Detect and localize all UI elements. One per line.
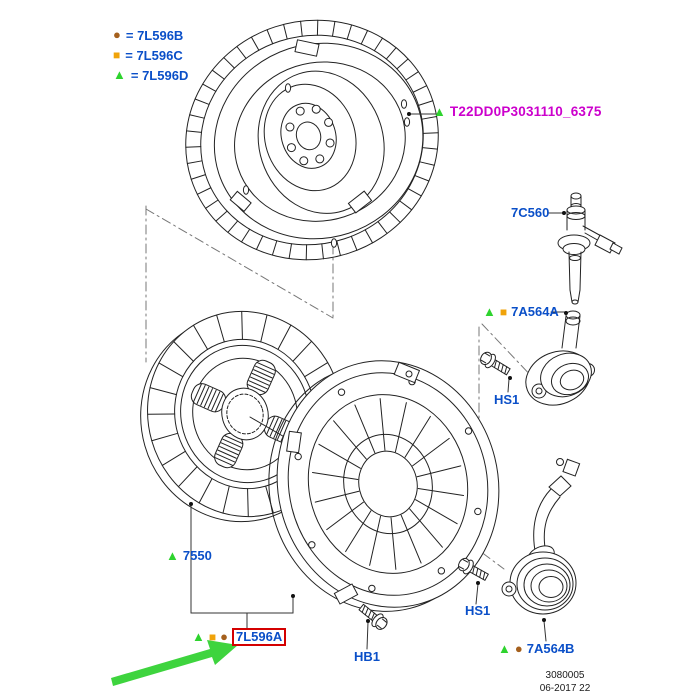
- triangle-green-icon: ▲: [192, 629, 205, 644]
- callout-bolt-hs1-lower[interactable]: HS1: [465, 604, 490, 618]
- callout-bolt-hb1[interactable]: HB1: [354, 650, 380, 664]
- bolt-hb1-drawing: [358, 603, 388, 630]
- bolt-hs1-lower-part-number[interactable]: HS1: [465, 603, 491, 618]
- callout-slave-cylinder-b[interactable]: ▲ ● 7A564B: [498, 642, 574, 656]
- callout-slave-cylinder-a[interactable]: ▲ ■ 7A564A: [483, 305, 559, 319]
- triangle-green-icon: ▲: [433, 104, 446, 119]
- flywheel-part-number[interactable]: T22DD0P3031110_6375: [449, 104, 602, 119]
- pressure-plate-drawing: [268, 360, 500, 612]
- triangle-green-icon: ▲: [113, 67, 126, 82]
- square-orange-icon: ■: [499, 305, 508, 319]
- callout-flywheel[interactable]: ▲ T22DD0P3031110_6375: [433, 105, 602, 119]
- square-orange-icon: ■: [208, 630, 217, 644]
- triangle-green-icon: ▲: [498, 641, 511, 656]
- square-orange-icon: ■: [113, 48, 121, 62]
- selection-arrow: [111, 640, 238, 686]
- bolt-hs1-upper-part-number[interactable]: HS1: [494, 392, 520, 407]
- legend-item-label: = 7L596D: [130, 67, 189, 83]
- legend-item-label: = 7L596C: [125, 47, 183, 63]
- triangle-green-icon: ▲: [166, 548, 179, 563]
- legend-item-7l596c[interactable]: ■ = 7L596C: [113, 45, 188, 65]
- release-shaft-drawing: [557, 192, 623, 305]
- circle-brown-icon: ●: [514, 641, 523, 656]
- clutch-disc-part-number[interactable]: 7550: [182, 548, 212, 563]
- release-shaft-part-number[interactable]: 7C560: [511, 205, 550, 220]
- callout-release-shaft[interactable]: 7C560: [511, 206, 549, 220]
- slave-cylinder-upper-drawing: [525, 310, 595, 406]
- legend-item-7l596d[interactable]: ▲ = 7L596D: [113, 65, 188, 85]
- bolt-hb1-part-number[interactable]: HB1: [354, 649, 381, 664]
- callout-bolt-hs1-upper[interactable]: HS1: [494, 393, 519, 407]
- callout-clutch-disc[interactable]: ▲ 7550: [166, 549, 212, 563]
- leader-lines: [366, 113, 567, 650]
- callout-clutch-kit[interactable]: ▲ ■ ● 7L596A: [192, 628, 287, 646]
- flywheel-drawing: [185, 19, 439, 261]
- legend-item-label: = 7L596B: [125, 27, 184, 43]
- slave-cylinder-lower-drawing: [501, 458, 581, 615]
- clutch-kit-part-number-highlighted[interactable]: 7L596A: [231, 628, 287, 646]
- footer: 3080005 06-2017 22: [500, 669, 630, 695]
- footer-doc-number: 3080005: [545, 670, 585, 681]
- legend-item-7l596b[interactable]: ● = 7L596B: [113, 25, 188, 45]
- slave-cylinder-b-part-number[interactable]: 7A564B: [526, 641, 575, 656]
- slave-cylinder-a-part-number[interactable]: 7A564A: [511, 304, 559, 319]
- circle-brown-icon: ●: [220, 629, 228, 644]
- bracket-lines: [190, 504, 294, 629]
- footer-date-code: 06-2017 22: [539, 683, 591, 694]
- circle-brown-icon: ●: [113, 27, 121, 42]
- legend: ● = 7L596B ■ = 7L596C ▲ = 7L596D: [113, 25, 188, 85]
- triangle-green-icon: ▲: [483, 304, 496, 319]
- leader-dots: [189, 112, 568, 623]
- bolt-hs1-upper-drawing: [480, 351, 511, 376]
- bolt-hs1-lower-drawing: [457, 557, 489, 581]
